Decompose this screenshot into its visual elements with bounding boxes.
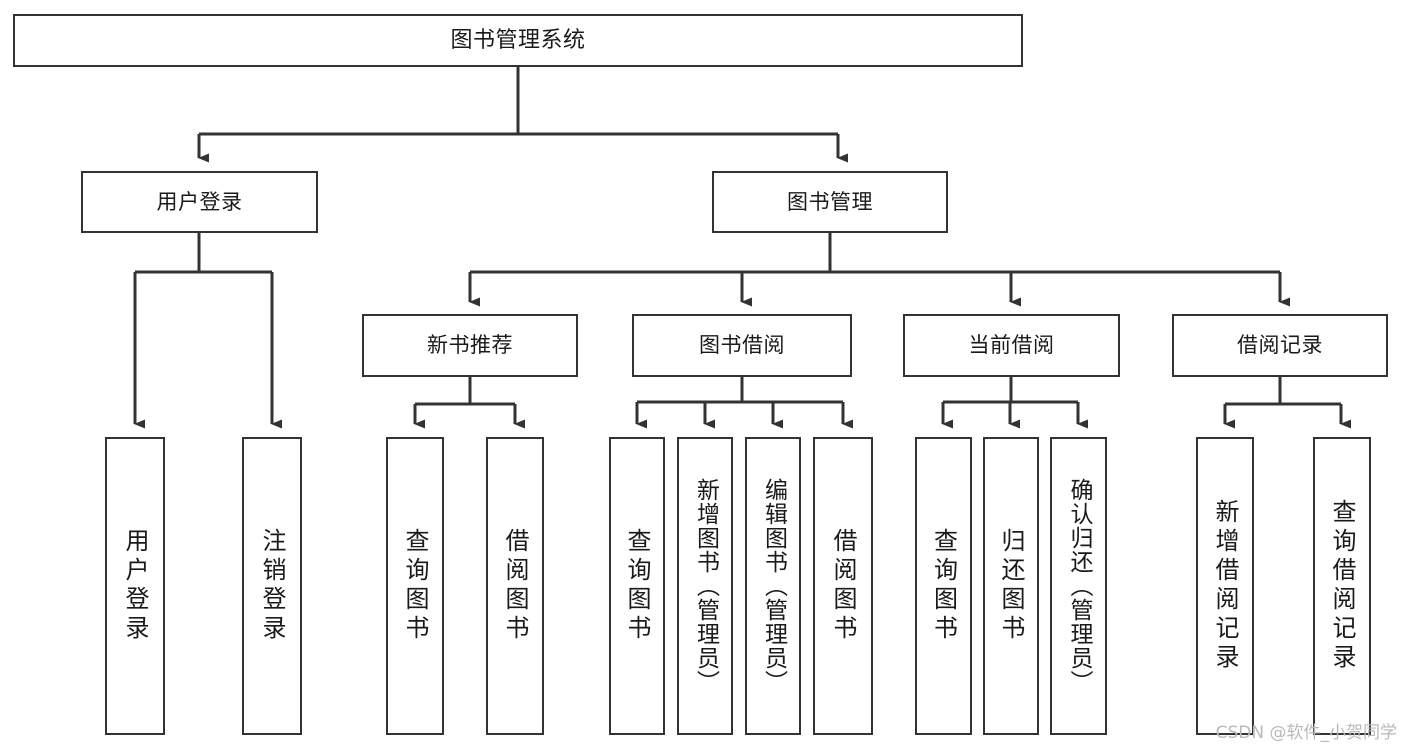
node-label: 图书借阅 [699, 333, 785, 358]
leaf-borrow-book-new[interactable]: 借阅图书 [486, 437, 544, 735]
node-label: 新增图书（管理员） [692, 478, 719, 694]
leaf-user-login[interactable]: 用户登录 [105, 437, 165, 735]
leaf-borrow-book[interactable]: 借阅图书 [813, 437, 873, 735]
node-label: 查询图书 [401, 528, 429, 644]
node-label: 查询借阅记录 [1328, 499, 1356, 673]
node-label: 图书管理系统 [450, 27, 586, 53]
node-label: 新增借阅记录 [1211, 499, 1239, 673]
node-label: 借阅记录 [1237, 333, 1323, 358]
node-label: 图书管理 [787, 189, 873, 214]
node-label: 当前借阅 [968, 333, 1055, 358]
leaf-query-book-current[interactable]: 查询图书 [915, 437, 972, 735]
watermark-text: CSDN @软件_小贺同学 [1215, 723, 1397, 743]
leaf-add-book-admin[interactable]: 新增图书（管理员） [677, 437, 733, 735]
node-user-login[interactable]: 用户登录 [81, 171, 318, 233]
node-borrow-record[interactable]: 借阅记录 [1172, 314, 1388, 377]
node-label: 借阅图书 [501, 528, 529, 644]
node-label: 借阅图书 [829, 528, 857, 644]
node-book-management[interactable]: 图书管理 [712, 171, 948, 233]
node-label: 注销登录 [258, 528, 286, 644]
node-label: 编辑图书（管理员） [760, 478, 787, 694]
node-label: 查询图书 [929, 528, 958, 644]
node-label: 查询图书 [623, 528, 651, 644]
leaf-query-borrow-record[interactable]: 查询借阅记录 [1313, 437, 1371, 735]
leaf-confirm-return-admin[interactable]: 确认归还（管理员） [1050, 437, 1107, 735]
leaf-return-book[interactable]: 归还图书 [983, 437, 1039, 735]
leaf-add-borrow-record[interactable]: 新增借阅记录 [1196, 437, 1254, 735]
node-root-system[interactable]: 图书管理系统 [13, 14, 1023, 67]
leaf-logout[interactable]: 注销登录 [242, 437, 302, 735]
leaf-edit-book-admin[interactable]: 编辑图书（管理员） [745, 437, 801, 735]
leaf-query-book-new[interactable]: 查询图书 [386, 437, 444, 735]
node-label: 归还图书 [997, 528, 1025, 644]
node-label: 新书推荐 [427, 333, 513, 358]
node-label: 确认归还（管理员） [1066, 478, 1092, 694]
node-current-borrow[interactable]: 当前借阅 [903, 314, 1120, 377]
node-book-borrow[interactable]: 图书借阅 [632, 314, 852, 377]
leaf-query-book-borrow[interactable]: 查询图书 [609, 437, 665, 735]
node-label: 用户登录 [121, 528, 149, 644]
node-new-book-recommend[interactable]: 新书推荐 [362, 314, 578, 377]
node-label: 用户登录 [156, 189, 243, 214]
